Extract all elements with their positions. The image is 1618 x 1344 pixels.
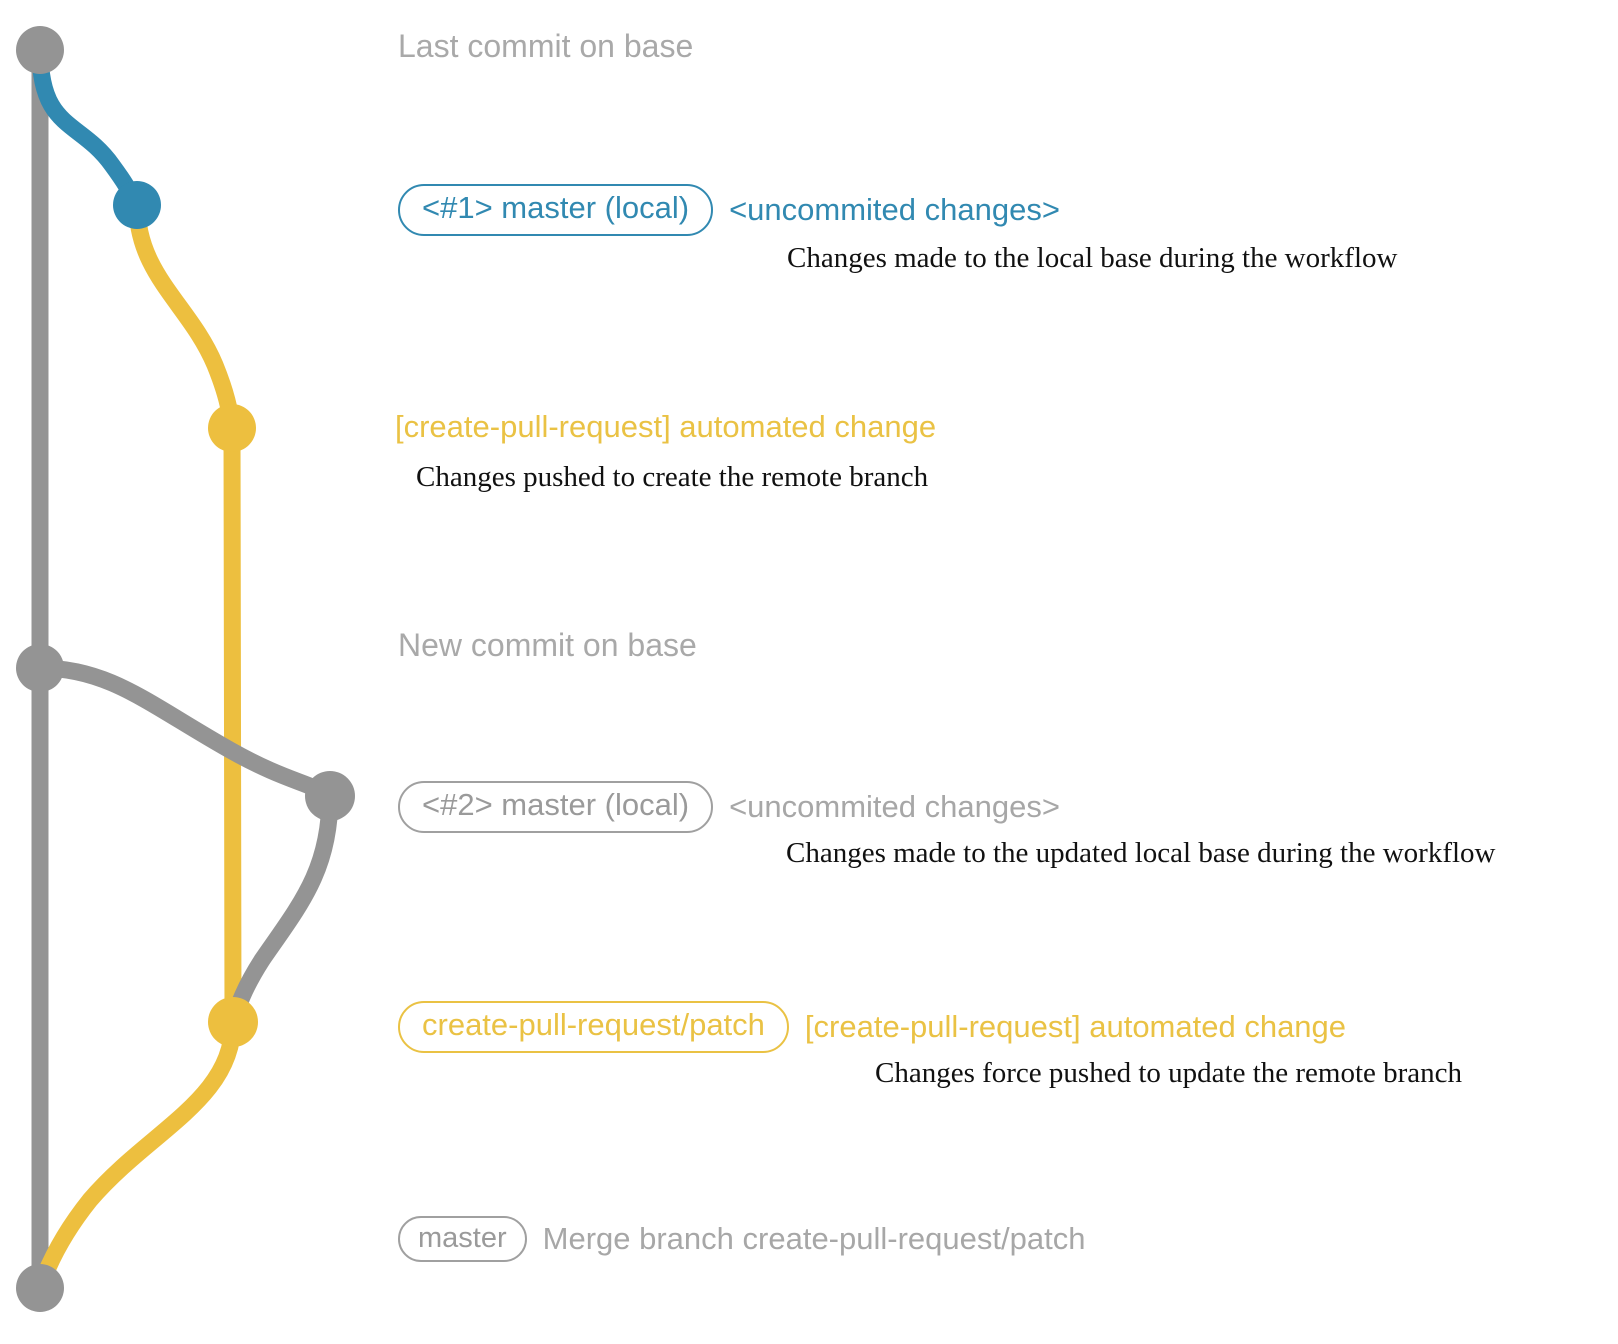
ref-pill-remote-patch[interactable]: create-pull-request/patch [398, 1001, 789, 1053]
row-local-1: <#1> master (local) <uncommited changes> [398, 184, 1060, 236]
commit-node-local-2[interactable] [305, 771, 355, 821]
row-master-merge: master Merge branch create-pull-request/… [398, 1216, 1086, 1263]
commit-node-patch-2[interactable] [208, 997, 258, 1047]
commit-node-base-new[interactable] [16, 644, 64, 692]
commit-message-local-2: <uncommited changes> [729, 788, 1060, 824]
edge-patch2-to-master [31, 1013, 242, 1297]
row-main: <#1> master (local) <uncommited changes> [398, 184, 1060, 236]
commit-node-master-tip[interactable] [16, 1264, 64, 1312]
commit-message-master-merge: Merge branch create-pull-request/patch [542, 1220, 1086, 1256]
row-local-2: <#2> master (local) <uncommited changes> [398, 781, 1060, 833]
commit-node-local-1[interactable] [113, 181, 161, 229]
row-main: [create-pull-request] automated change [395, 409, 937, 444]
row-remote-create: [create-pull-request] automated change [395, 409, 937, 444]
row-remote-patch: create-pull-request/patch [create-pull-r… [398, 1001, 1346, 1053]
commit-title-new-commit-on-base: New commit on base [398, 627, 697, 663]
ref-pill-local-2[interactable]: <#2> master (local) [398, 781, 714, 833]
note-remote-create: Changes pushed to create the remote bran… [416, 461, 929, 493]
note-local-1: Changes made to the local base during th… [787, 242, 1398, 274]
commit-title-last-commit-on-base: Last commit on base [398, 28, 694, 64]
row-main: <#2> master (local) <uncommited changes> [398, 781, 1060, 833]
row-main: Last commit on base [398, 28, 694, 64]
row-main: master Merge branch create-pull-request/… [398, 1216, 1086, 1263]
ref-pill-local-1[interactable]: <#1> master (local) [398, 184, 714, 236]
row-main: create-pull-request/patch [create-pull-r… [398, 1001, 1346, 1053]
edge-basenew-to-local2 [31, 659, 339, 805]
note-local-2: Changes made to the updated local base d… [786, 837, 1496, 869]
ref-pill-master[interactable]: master [398, 1216, 527, 1263]
row-last-commit-on-base: Last commit on base [398, 28, 694, 64]
commit-node-base-top[interactable] [16, 26, 64, 74]
row-main: New commit on base [398, 627, 697, 663]
commit-message-local-1: <uncommited changes> [729, 191, 1060, 227]
edge-patch1-to-patch2 [223, 419, 242, 1031]
commit-message-remote-patch: [create-pull-request] automated change [804, 1008, 1347, 1044]
row-new-commit-on-base: New commit on base [398, 627, 697, 663]
git-commit-graph [16, 26, 355, 1312]
note-remote-patch: Changes force pushed to update the remot… [875, 1057, 1463, 1089]
commit-message-remote-create: [create-pull-request] automated change [395, 409, 937, 444]
commit-node-patch-1[interactable] [208, 404, 256, 452]
